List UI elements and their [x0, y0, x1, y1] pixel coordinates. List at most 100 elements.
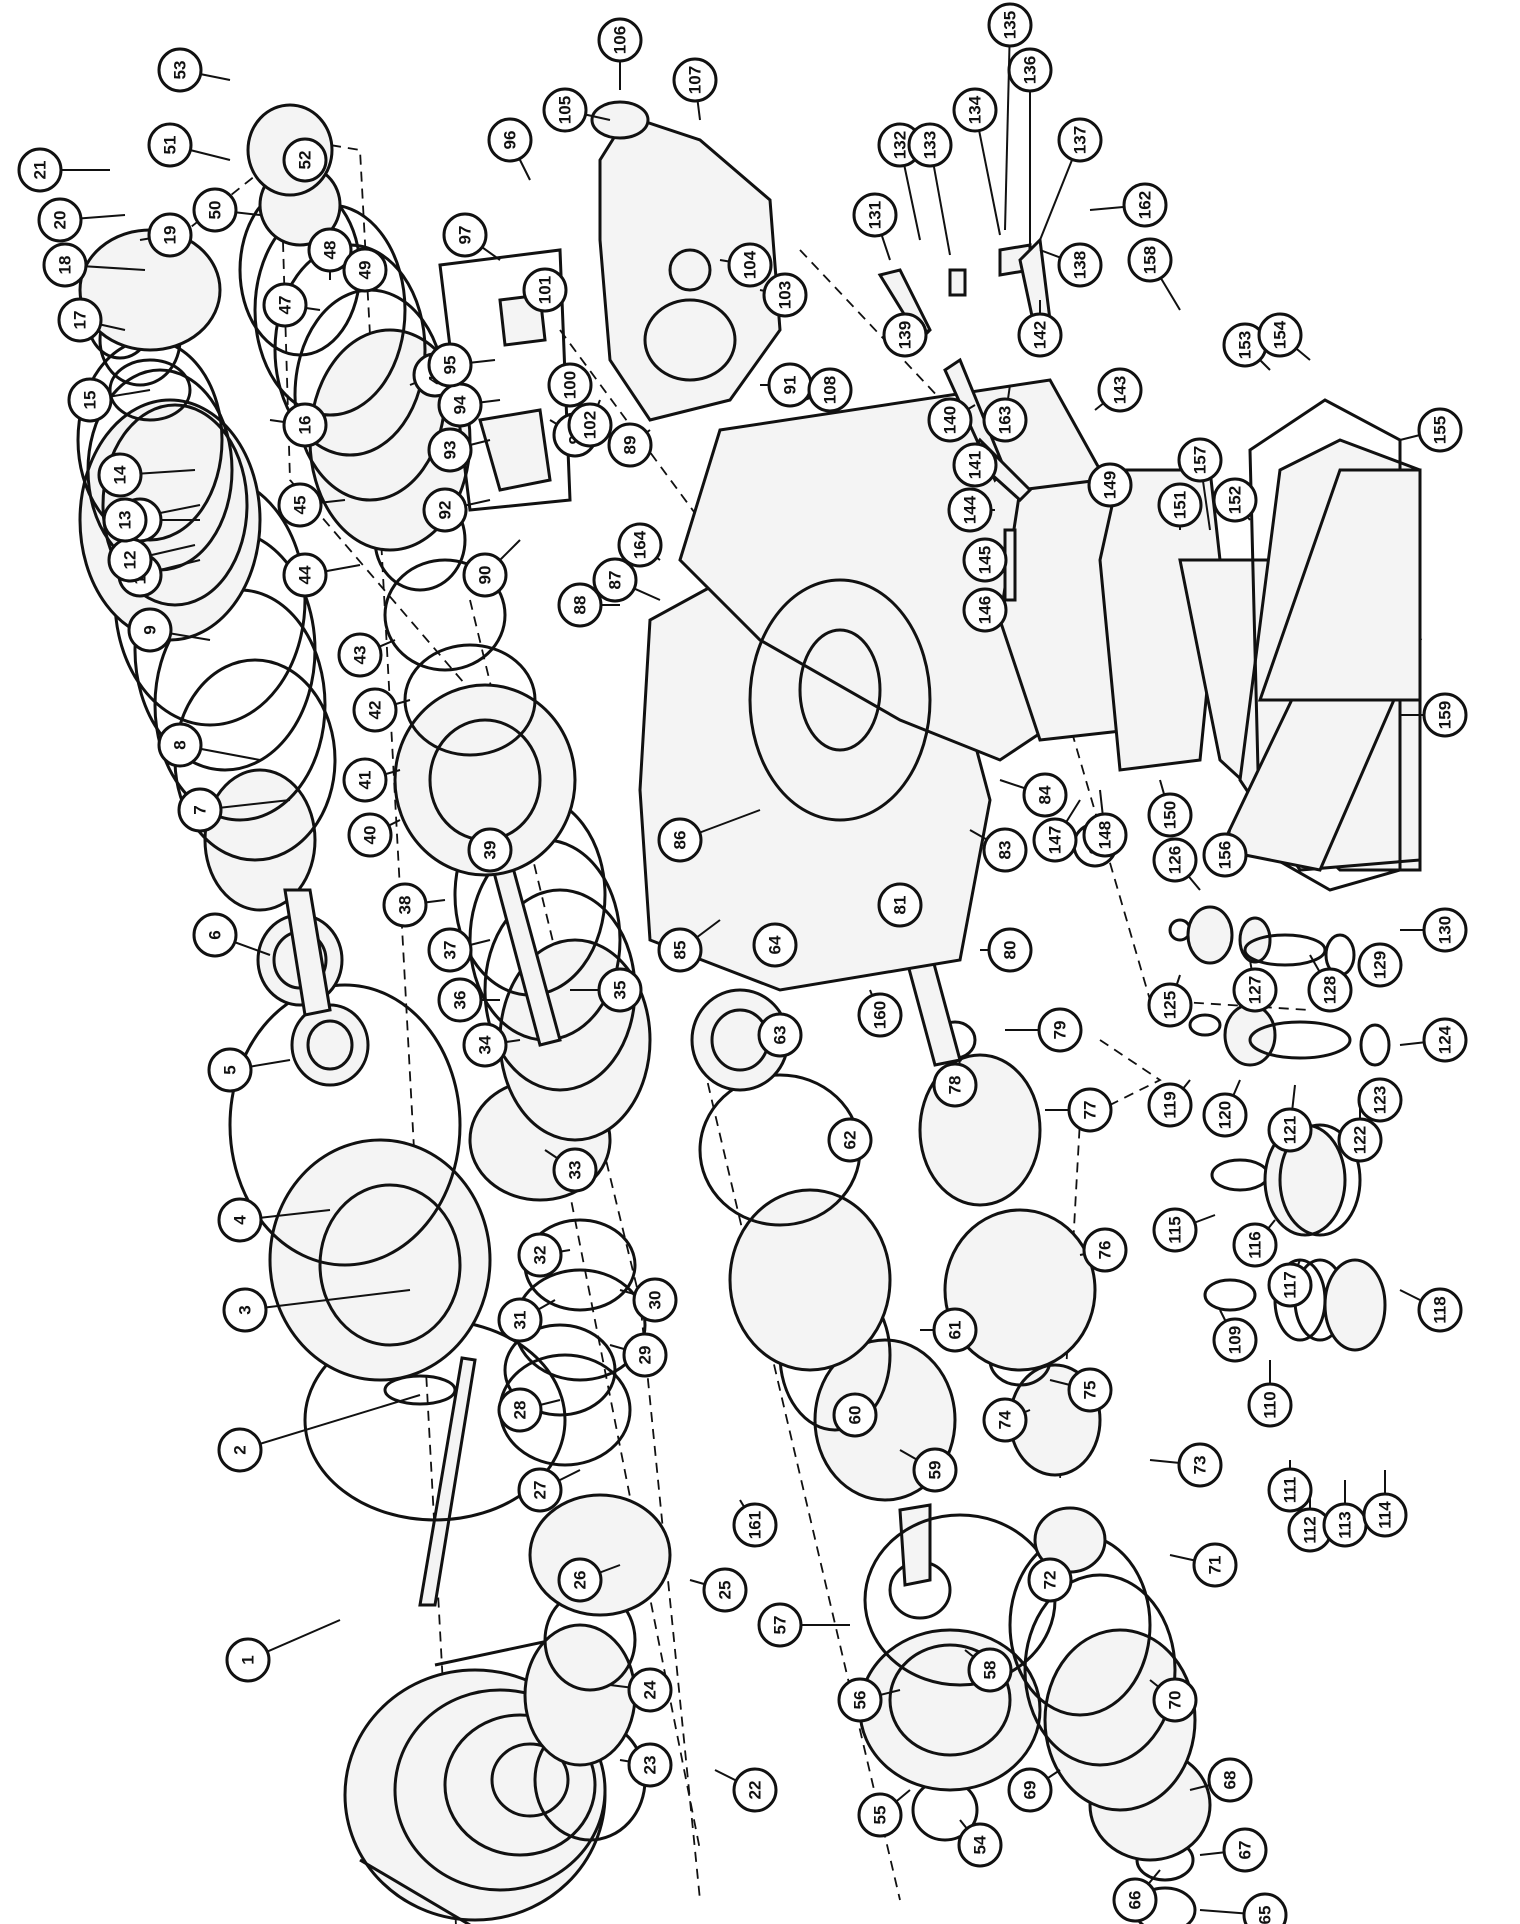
callout-22: 22 — [732, 1767, 778, 1813]
callout-number: 30 — [646, 1291, 665, 1310]
callout-51: 51 — [147, 122, 193, 168]
callout-number: 61 — [946, 1321, 965, 1340]
servo-accumulator-parts — [1168, 905, 1391, 1352]
callout-48: 48 — [307, 227, 353, 273]
callout-circle — [967, 1647, 1013, 1693]
callout-circle — [1232, 1222, 1278, 1268]
callout-61: 61 — [932, 1307, 978, 1353]
clutch-pack-rear — [238, 103, 472, 552]
callout-number: 65 — [1256, 1906, 1275, 1924]
callout-circle — [982, 397, 1028, 443]
callout-number: 94 — [451, 395, 470, 414]
callout-131: 131 — [852, 192, 898, 238]
callout-2: 2 — [217, 1427, 263, 1473]
callout-circle — [762, 272, 808, 318]
callout-number: 161 — [746, 1511, 765, 1539]
callout-80: 80 — [987, 927, 1033, 973]
callout-25: 25 — [702, 1567, 748, 1613]
callout-circle — [497, 1387, 543, 1433]
callout-number: 140 — [941, 406, 960, 434]
callout-circle — [282, 402, 328, 448]
callout-number: 144 — [961, 495, 980, 524]
callout-17: 17 — [57, 297, 103, 343]
callout-circle — [462, 552, 508, 598]
callout-13: 13 — [102, 497, 148, 543]
callout-number: 153 — [1236, 331, 1255, 359]
callout-127: 127 — [1232, 967, 1278, 1013]
callout-number: 23 — [641, 1756, 660, 1775]
callout-102: 102 — [567, 402, 613, 448]
callout-79: 79 — [1037, 1007, 1083, 1053]
callout-circle — [1147, 792, 1193, 838]
callout-circle — [807, 367, 853, 413]
callout-97: 97 — [442, 212, 488, 258]
callout-circle — [957, 1822, 1003, 1868]
callout-number: 114 — [1376, 1501, 1395, 1529]
callout-circle — [757, 1602, 803, 1648]
callout-number: 48 — [321, 241, 340, 260]
callout-162: 162 — [1122, 182, 1168, 228]
callout-29: 29 — [622, 1332, 668, 1378]
callout-number: 64 — [766, 935, 785, 954]
callout-number: 68 — [1221, 1771, 1240, 1790]
callout-number: 101 — [536, 276, 555, 304]
callout-85: 85 — [657, 927, 703, 973]
callout-number: 13 — [116, 511, 135, 530]
callout-87: 87 — [592, 557, 638, 603]
callout-94: 94 — [437, 382, 483, 428]
callout-number: 80 — [1001, 941, 1020, 960]
callout-140: 140 — [927, 397, 973, 443]
callout-121: 121 — [1267, 1107, 1313, 1153]
callout-number: 117 — [1281, 1271, 1300, 1298]
callout-circle — [597, 967, 643, 1013]
callout-circle — [1017, 312, 1063, 358]
callout-number: 137 — [1071, 126, 1090, 154]
callout-number: 58 — [981, 1661, 1000, 1680]
callout-circle — [557, 582, 603, 628]
callout-63: 63 — [757, 1012, 803, 1058]
callout-number: 103 — [776, 281, 795, 309]
callout-circle — [1207, 1757, 1253, 1803]
callout-70: 70 — [1152, 1677, 1198, 1723]
callout-number: 32 — [531, 1246, 550, 1265]
callout-circle — [627, 1667, 673, 1713]
callout-number: 4 — [231, 1215, 250, 1225]
callout-133: 133 — [907, 122, 953, 168]
callout-number: 138 — [1071, 251, 1090, 279]
callout-number: 120 — [1216, 1101, 1235, 1129]
callout-circle — [282, 552, 328, 598]
callout-number: 52 — [296, 151, 315, 170]
callout-number: 86 — [671, 831, 690, 850]
callout-number: 35 — [611, 981, 630, 1000]
callout-number: 54 — [971, 1835, 990, 1854]
callout-9: 9 — [127, 607, 173, 653]
callout-number: 34 — [476, 1035, 495, 1054]
callout-circle — [597, 17, 643, 63]
callout-circle — [542, 87, 588, 133]
callout-circle — [1417, 407, 1463, 453]
callout-circle — [157, 722, 203, 768]
callout-number: 105 — [556, 96, 575, 124]
callout-41: 41 — [342, 757, 388, 803]
callout-67: 67 — [1222, 1827, 1268, 1873]
callout-30: 30 — [632, 1277, 678, 1323]
callout-circle — [282, 137, 328, 183]
callout-number: 160 — [871, 1001, 890, 1029]
callout-number: 112 — [1301, 1516, 1320, 1543]
callout-33: 33 — [552, 1147, 598, 1193]
callout-101: 101 — [522, 267, 568, 313]
callout-circle — [672, 57, 718, 103]
callout-155: 155 — [1417, 407, 1463, 453]
callout-number: 97 — [456, 226, 475, 245]
callout-49: 49 — [342, 247, 388, 293]
callout-circle — [547, 362, 593, 408]
callout-number: 47 — [276, 296, 295, 315]
callout-circle — [757, 1012, 803, 1058]
callout-20: 20 — [37, 197, 83, 243]
callout-number: 5 — [221, 1065, 240, 1074]
callout-number: 77 — [1081, 1101, 1100, 1120]
callout-number: 6 — [206, 930, 225, 939]
callout-circle — [1177, 1442, 1223, 1488]
callout-164: 164 — [617, 522, 663, 568]
callout-circle — [1337, 1117, 1383, 1163]
